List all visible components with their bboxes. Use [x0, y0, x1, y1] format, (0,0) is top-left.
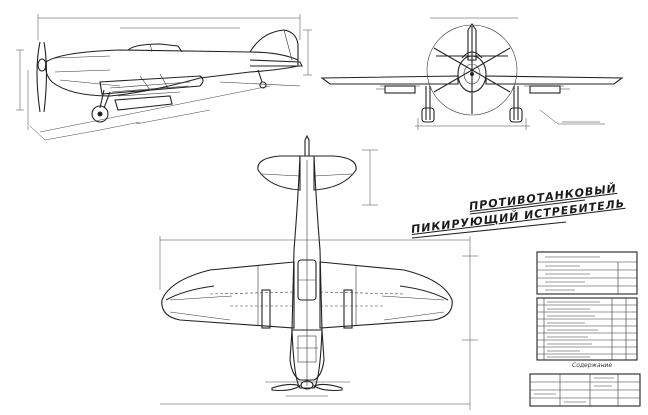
- spec-table-rows: [537, 301, 637, 358]
- spec-table-caption: Содержание: [572, 362, 613, 369]
- aircraft-side-view-icon: [16, 14, 312, 141]
- aircraft-top-view-icon: [159, 134, 478, 410]
- aircraft-front-view-icon: [320, 17, 624, 130]
- spec-table: [529, 251, 641, 407]
